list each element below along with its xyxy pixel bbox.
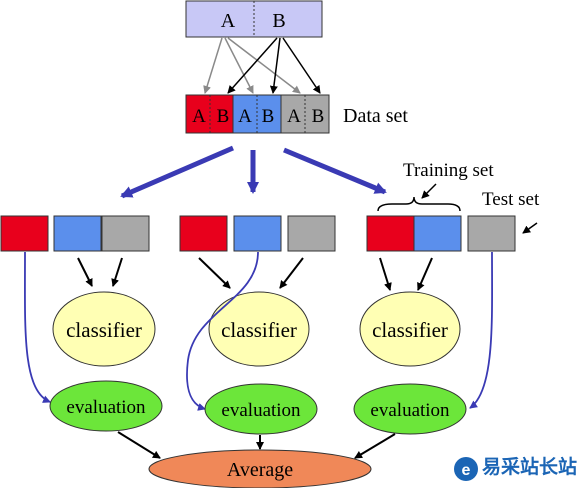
fold-2-train-block-a [179, 215, 228, 252]
training-set-pointer [421, 183, 437, 199]
training-set-brace [377, 196, 461, 212]
top-source-box: A B [185, 0, 323, 38]
dataset-cell-4: B [262, 106, 275, 127]
fold-3: classifier evaluation [353, 215, 516, 435]
fold-1-test-block [0, 215, 49, 252]
fold-split-arrows [120, 145, 387, 199]
average-arrows [117, 431, 396, 459]
fold-3-evaluation [353, 383, 467, 435]
fold-2-classifier-label: classifier [221, 318, 297, 342]
e-logo-icon [454, 457, 478, 481]
fold-1-classifier [52, 291, 156, 367]
fold-3-test-block [467, 215, 516, 252]
average-node [148, 449, 372, 488]
fold-1-evaluation-label: evaluation [66, 397, 146, 418]
fold-3-train-block-a [366, 215, 415, 252]
fold-2-train-block-b [287, 215, 336, 252]
fold-1-train-block-a [53, 215, 102, 252]
dataset-cell-6: B [312, 106, 325, 127]
split-arrows [203, 37, 321, 94]
fold-2-evaluation [204, 383, 318, 435]
fold-3-classifier [359, 291, 461, 367]
dataset-cell-1: A [192, 106, 206, 127]
test-set-pointer [522, 222, 538, 234]
top-box-label-a: A [221, 10, 236, 32]
dataset-strip: A B A B A B [185, 94, 330, 134]
fold-3-train-block-b [413, 215, 462, 252]
watermark: e 易采站长站 [449, 453, 583, 488]
watermark-text: 易采站长站 [482, 455, 577, 478]
fold-2-evaluation-label: evaluation [221, 400, 301, 421]
training-set-label: Training set [403, 160, 494, 181]
fold-2-test-block [233, 215, 282, 252]
dataset-cell-2: B [217, 106, 230, 127]
fold-3-classifier-label: classifier [372, 318, 448, 342]
fold-1-train-block-b [101, 215, 150, 252]
fold-1: classifier evaluation [0, 215, 163, 432]
fold-3-evaluation-label: evaluation [370, 400, 450, 421]
fold-1-classifier-label: classifier [66, 318, 142, 342]
average-label: Average [227, 459, 293, 481]
svg-text:e: e [462, 462, 471, 479]
fold-2-classifier [208, 291, 310, 367]
dataset-cell-3: A [238, 106, 252, 127]
dataset-label: Data set [343, 105, 408, 127]
fold-1-evaluation [49, 380, 163, 432]
fold-2: classifier evaluation [179, 215, 336, 435]
test-set-label: Test set [482, 189, 540, 210]
dataset-cell-5: A [287, 106, 301, 127]
top-box-label-b: B [272, 10, 285, 32]
